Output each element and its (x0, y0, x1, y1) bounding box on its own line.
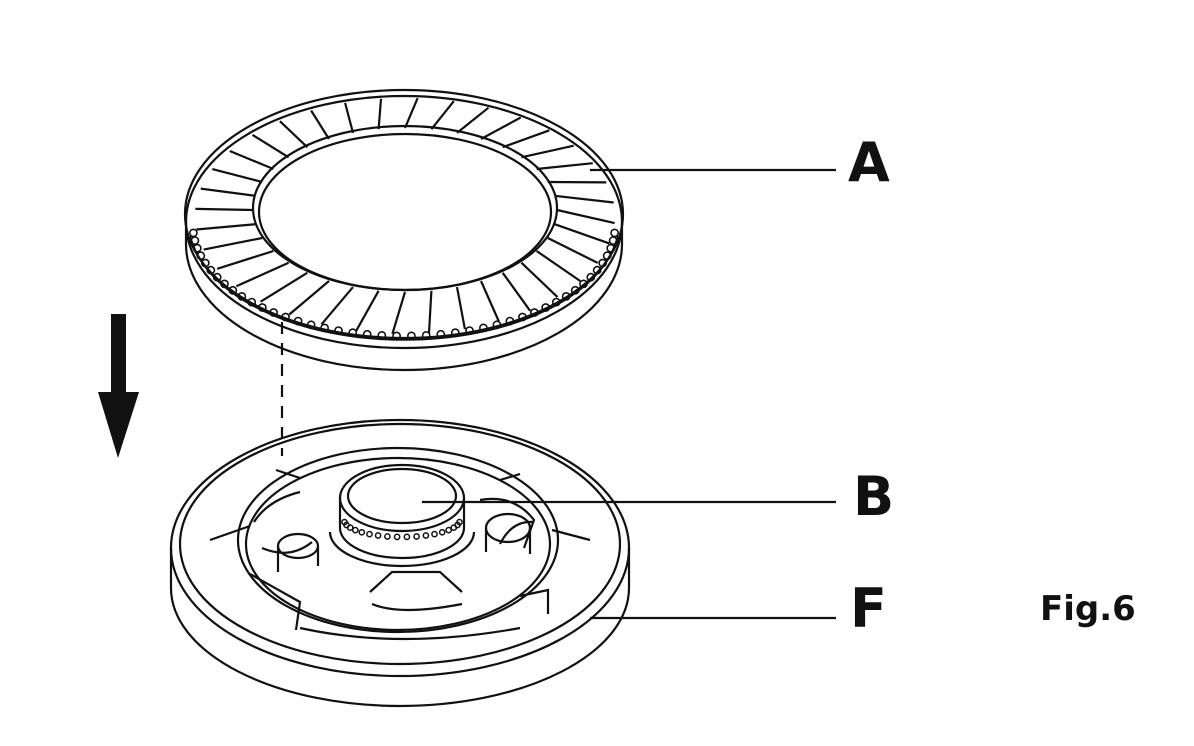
label-f: F (850, 577, 887, 640)
burner-body (169, 418, 631, 708)
figure-caption: Fig.6 (1040, 589, 1136, 629)
label-a: A (848, 131, 890, 194)
burner-cap (328, 463, 476, 568)
spreader-vent-holes (188, 228, 619, 341)
cap-vent-holes (341, 518, 463, 541)
spreader-fins (195, 97, 615, 335)
flame-spreader-ring (183, 88, 625, 372)
label-b: B (853, 465, 895, 528)
down-arrow-icon (98, 314, 139, 458)
